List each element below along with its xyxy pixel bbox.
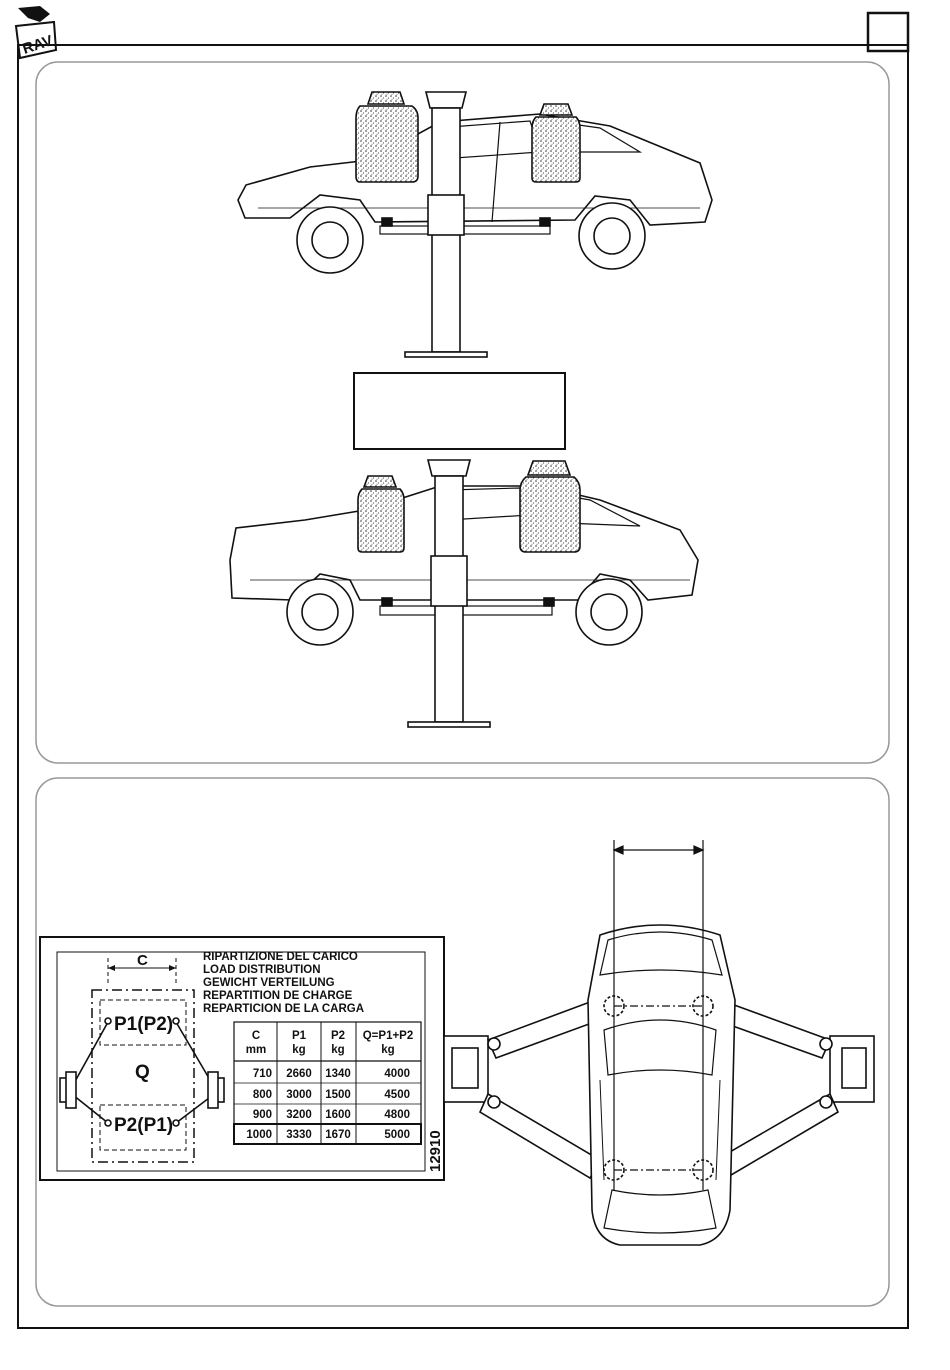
th-q-unit: kg — [381, 1044, 394, 1056]
cell-r3-c0: 1000 — [246, 1129, 272, 1141]
th-c-unit: mm — [246, 1044, 266, 1056]
load-table: C mm P1 kg P2 kg Q=P1+P2 kg 710 2660 134… — [234, 1022, 421, 1144]
title-fr: REPARTITION DE CHARGE — [203, 990, 353, 1002]
cell-r2-c3: 4800 — [384, 1109, 410, 1121]
cell-r2-c1: 3200 — [286, 1109, 312, 1121]
cell-r0-c1: 2660 — [286, 1068, 312, 1080]
cell-r1-c3: 4500 — [384, 1089, 410, 1101]
cell-r1-c0: 800 — [253, 1089, 272, 1101]
title-en: LOAD DISTRIBUTION — [203, 964, 321, 976]
top-view-lift — [444, 925, 874, 1245]
point-label-bottom: P2(P1) — [114, 1115, 173, 1136]
weight-rear-2 — [520, 461, 580, 552]
cell-r1-c1: 3000 — [286, 1089, 312, 1101]
title-de: GEWICHT VERTEILUNG — [203, 977, 335, 989]
load-distribution-label: C P1(P2) Q P2(P1) RIPARTIZIONE DEL CARIC… — [40, 937, 444, 1180]
th-q: Q=P1+P2 — [363, 1030, 414, 1042]
cell-r0-c3: 4000 — [384, 1068, 410, 1080]
cell-r3-c1: 3330 — [286, 1129, 312, 1141]
th-p1: P1 — [292, 1030, 307, 1042]
cell-r1-c2: 1500 — [325, 1089, 351, 1101]
cell-r2-c2: 1600 — [325, 1109, 351, 1121]
weight-front-1 — [356, 92, 418, 182]
cell-r0-c0: 710 — [253, 1068, 272, 1080]
cell-r3-c2: 1670 — [325, 1129, 351, 1141]
th-p2-unit: kg — [331, 1044, 344, 1056]
th-p2: P2 — [331, 1030, 345, 1042]
cell-r0-c2: 1340 — [325, 1068, 351, 1080]
dimension-c-label: C — [137, 952, 148, 969]
figure-number: 12910 — [427, 1130, 444, 1172]
lifted-car-front-heavy — [238, 114, 712, 273]
title-it: RIPARTIZIONE DEL CARICO — [203, 951, 358, 963]
cell-r2-c0: 900 — [253, 1109, 272, 1121]
center-label: Q — [135, 1062, 150, 1083]
point-label-top: P1(P2) — [114, 1014, 173, 1035]
caption-box — [354, 373, 565, 449]
brand-logo: RAV — [16, 6, 56, 58]
title-es: REPARTICION DE LA CARGA — [203, 1003, 364, 1015]
cell-r3-c3: 5000 — [384, 1129, 410, 1141]
weight-rear-1 — [532, 104, 580, 182]
header: RAV — [16, 6, 908, 58]
th-p1-unit: kg — [292, 1044, 305, 1056]
th-c: C — [252, 1030, 260, 1042]
weight-front-2 — [358, 476, 404, 552]
